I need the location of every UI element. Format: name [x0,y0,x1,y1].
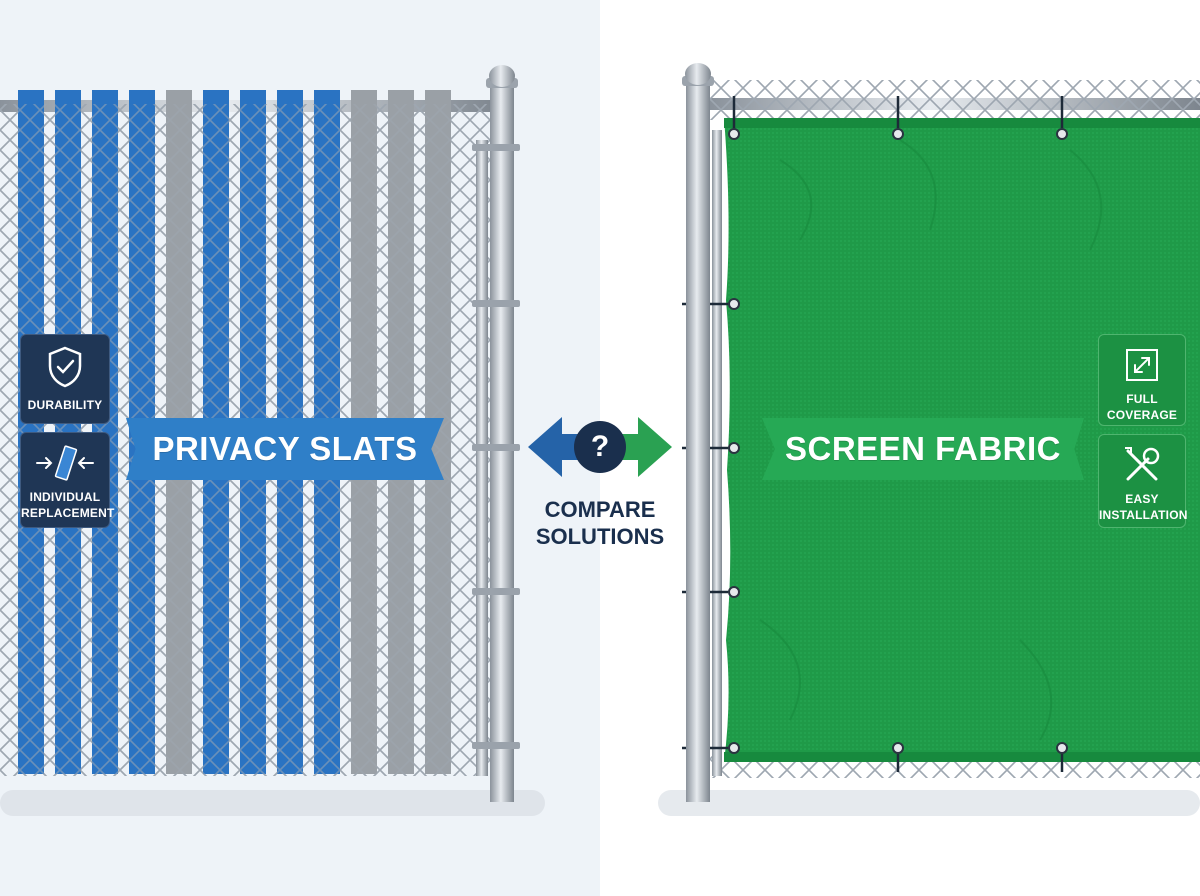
installation-label: INSTALLATION [1099,508,1188,522]
replacement-label: REPLACEMENT [21,506,115,520]
individual-label: INDIVIDUAL [29,490,101,504]
slat-replace-icon [36,445,94,481]
mesh-top-edge [710,80,1200,120]
fabric-hem-bottom [724,752,1200,762]
durability-badge: DURABILITY [20,334,110,424]
privacy-slats-title: PRIVACY SLATS [126,418,444,480]
double-arrow-icon [528,417,672,477]
easy-installation-badge: EASY INSTALLATION [1098,434,1188,528]
full-coverage-badge: FULL COVERAGE [1098,334,1186,426]
compare-solutions-label: COMPARE SOLUTIONS [520,496,680,550]
individual-replacement-badge: INDIVIDUAL REPLACEMENT [20,432,115,528]
fabric-hem-top [724,118,1200,128]
ground-shadow [0,790,545,816]
tension-bar [476,140,488,776]
full-label: FULL [1126,392,1158,406]
screen-fabric-panel: FULL COVERAGE EASY INSTALLATION SCREEN F… [600,0,1200,896]
easy-label: EASY [1125,492,1159,506]
compare-label: COMPARE [544,497,656,522]
tension-bar [712,130,722,776]
post-cap [685,63,711,85]
fence-post [490,82,514,802]
grommets [728,128,1068,754]
privacy-slats-panel: DURABILITY INDIVIDUAL REPLACEMENT PRIVAC… [0,0,600,896]
question-mark: ? [590,430,610,463]
fabric-folds [759,139,1103,741]
tools-icon [1125,447,1160,481]
fence-post [686,80,710,802]
ground-shadow [658,790,1200,816]
shield-check-icon [48,346,82,388]
expand-icon [1126,349,1158,381]
coverage-label: COVERAGE [1106,408,1178,422]
screen-fabric-title: SCREEN FABRIC [762,418,1084,480]
solutions-label: SOLUTIONS [535,524,665,549]
durability-label: DURABILITY [27,398,103,412]
post-cap [489,65,515,87]
post-bands [472,144,520,749]
